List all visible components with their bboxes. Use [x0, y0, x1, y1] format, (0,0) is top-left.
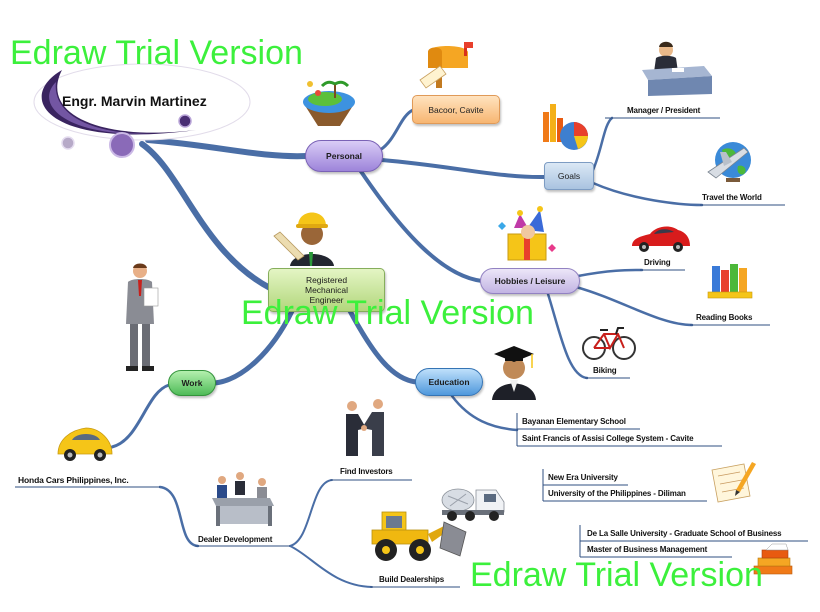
handshake-icon: [346, 399, 384, 456]
branch-hobbies-driving: [576, 268, 644, 278]
globe-island-icon: [303, 80, 355, 126]
school-new-era: New Era University: [548, 473, 618, 482]
topic-goals: Goals: [544, 162, 594, 190]
meeting-icon: [212, 472, 274, 526]
bicycle-icon: [582, 327, 636, 360]
mailbox-icon: [419, 42, 473, 89]
graduate-icon: [492, 346, 536, 400]
work-role: Dealer Development: [198, 535, 273, 544]
businessman-icon: [126, 263, 159, 371]
profession-line-2: Mechanical: [305, 285, 348, 295]
degree-master: Master of Business Management: [587, 545, 708, 554]
branch-root-engineer: [139, 141, 273, 291]
root-topic-label: Engr. Marvin Martinez: [62, 93, 207, 109]
branch-personal-hobbies: [358, 168, 484, 283]
branch-goals-travel: [591, 181, 704, 207]
topic-personal: Personal: [305, 140, 383, 172]
profession-line-1: Registered: [305, 275, 348, 285]
engineer-icon: [273, 212, 334, 266]
profession-line-3: Engineer: [309, 295, 344, 305]
jester-gift-icon: [498, 206, 556, 261]
branch-engineer-education: [347, 308, 420, 385]
hobby-driving: Driving: [644, 258, 671, 267]
topic-hobbies: Hobbies / Leisure: [480, 268, 580, 294]
root-bubble-large: [109, 132, 135, 158]
manager-desk-icon: [642, 41, 712, 96]
school-de-la-salle: De La Salle University - Graduate School…: [587, 529, 782, 538]
hobby-reading: Reading Books: [696, 313, 753, 322]
books-icon: [707, 264, 753, 299]
branch-goals-manager: [591, 116, 614, 172]
chart-icon: [543, 104, 588, 150]
branch-dealer-investors: [289, 479, 333, 547]
watermark-top: Edraw Trial Version: [10, 34, 303, 72]
school-bayanan: Bayanan Elementary School: [522, 417, 626, 426]
goal-manager: Manager / President: [627, 106, 701, 115]
book-stack-icon: [753, 543, 793, 575]
watermark-middle: Edraw Trial Version: [241, 294, 534, 332]
branch-company-dealer: [158, 485, 200, 548]
travel-globe-icon: [707, 142, 751, 182]
branch-work-company: [110, 383, 171, 449]
root-topic-shape: [33, 63, 251, 158]
branch-dealer-dealerships: [289, 545, 373, 588]
task-find-investors: Find Investors: [340, 467, 393, 476]
school-up-diliman: University of the Philippines - Diliman: [548, 489, 686, 498]
red-car-icon: [632, 226, 690, 252]
topic-education: Education: [415, 368, 483, 396]
topic-address: Bacoor, Cavite: [412, 95, 500, 124]
topic-work: Work: [168, 370, 216, 396]
branch-personal-goals: [380, 158, 547, 180]
branch-personal-bacoor: [378, 108, 415, 152]
yellow-car-icon: [57, 427, 113, 461]
loader-icon: [371, 511, 467, 561]
mixer-truck-icon: [441, 488, 505, 521]
topic-profession: Registered Mechanical Engineer: [268, 268, 385, 312]
branch-engineer-work: [212, 308, 295, 386]
root-bubble-small: [61, 136, 75, 150]
work-company: Honda Cars Philippines, Inc.: [18, 475, 129, 485]
school-saint-francis: Saint Francis of Assisi College System -…: [522, 434, 694, 443]
clipboard-icon: [711, 462, 756, 503]
branch-hobbies-reading: [574, 285, 694, 327]
task-build-dealerships: Build Dealerships: [379, 575, 445, 584]
root-bubble-accent: [178, 114, 192, 128]
branch-hobbies-biking: [546, 292, 589, 380]
branch-education-basic: [450, 394, 519, 432]
goal-travel: Travel the World: [702, 193, 762, 202]
hobby-biking: Biking: [593, 366, 617, 375]
branch-root-personal: [145, 137, 310, 160]
watermark-bottom: Edraw Trial Version: [470, 556, 763, 594]
